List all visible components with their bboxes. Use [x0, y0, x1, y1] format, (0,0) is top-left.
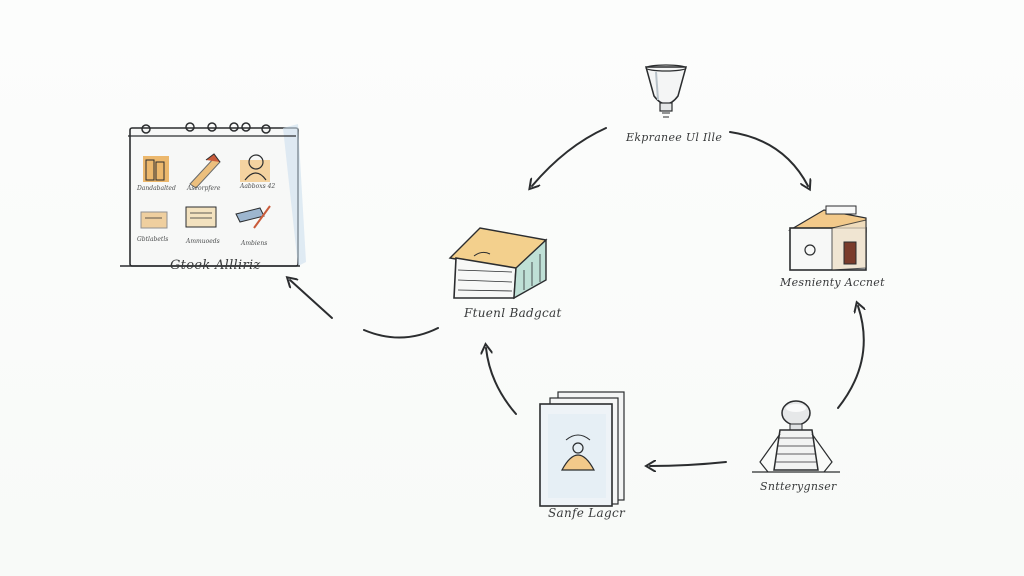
arrow-lamp-to-house [729, 131, 808, 186]
calendar-title: Gtoek Allliriz [170, 258, 261, 273]
calendar-cell-label: Aseorpfere [187, 185, 221, 192]
arrow-robot-to-house [837, 306, 864, 409]
lamp-icon [645, 64, 687, 118]
arrow-lamp-to-box [532, 127, 607, 186]
calendar-cell-icon [185, 206, 217, 228]
calendar-cell-label: Aabboxs 42 [240, 183, 276, 190]
arrow-box-to-calendar-tail [363, 327, 439, 339]
robot-label: Sntterygnser [760, 480, 837, 493]
document-stack-icon [539, 391, 625, 507]
robot-icon [752, 400, 840, 473]
calendar-cell-icon [189, 153, 221, 189]
document-label: Sanfe Lagcr [548, 506, 626, 520]
calendar-cell-label: Gbtlabetls [137, 236, 169, 243]
account-house-icon [787, 205, 867, 271]
calendar-cell-icon [143, 156, 169, 182]
calendar-icon [120, 122, 306, 267]
calendar-cell-label: Ambiens [241, 240, 268, 247]
lamp-label: Ekpranee Ul Ille [626, 131, 723, 144]
calendar-cell-label: Dandabalted [137, 185, 176, 192]
house-label: Mesnienty Accnet [780, 276, 885, 289]
calendar-cell-label: Ammuoeds [186, 238, 220, 245]
arrow-robot-to-document [650, 462, 727, 466]
arrow-box-to-calendar [290, 280, 333, 319]
arrow-document-to-box [486, 348, 517, 415]
calendar-cell-icon [140, 211, 168, 229]
calendar-cell-icon [235, 205, 271, 229]
flow-arrows [290, 127, 864, 466]
box-label: Ftuenl Badgcat [464, 306, 562, 320]
calendar-cell-icon [240, 154, 270, 182]
package-box-icon [448, 227, 548, 300]
